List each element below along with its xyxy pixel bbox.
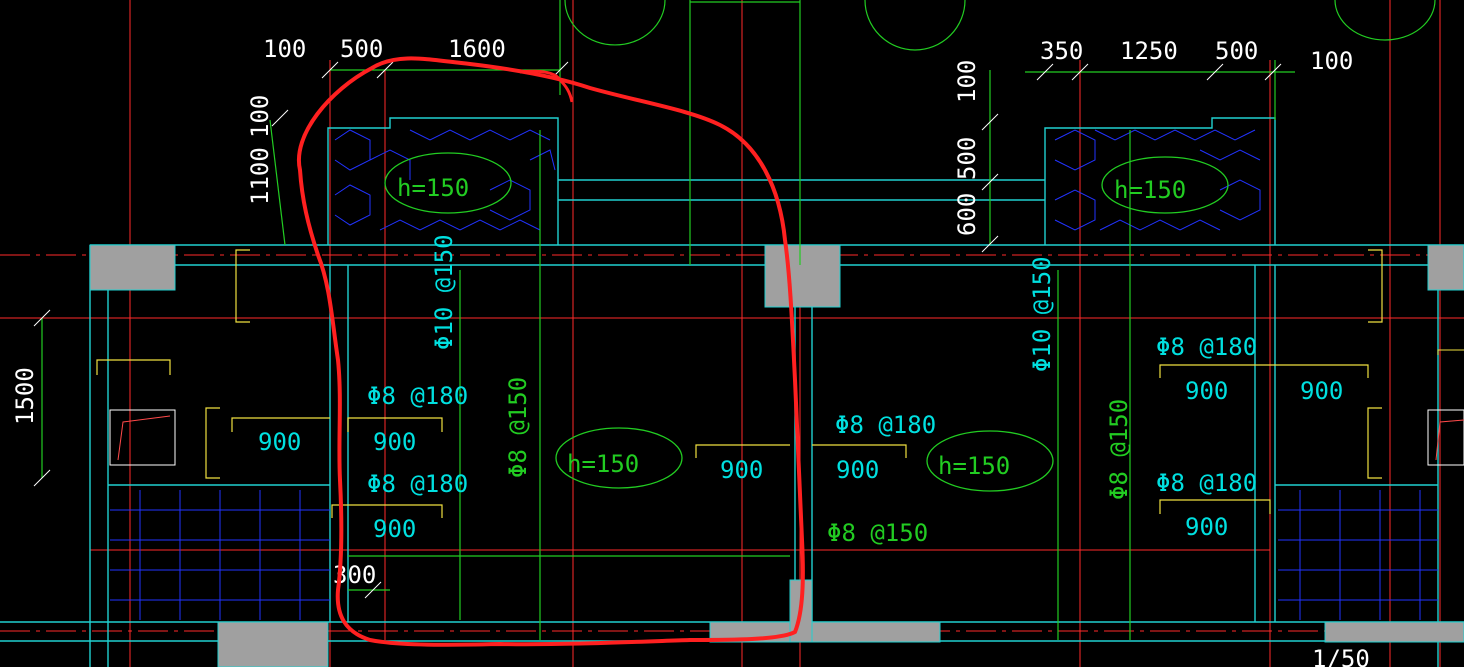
dim-text-top: 1250: [1120, 37, 1178, 65]
detail-stroke: [117, 415, 171, 461]
rebar-label: Φ8 @180: [1156, 469, 1257, 497]
markup-hook: [519, 69, 574, 103]
hatch-grid-bottom-right: [1278, 490, 1438, 620]
slab-thickness-label: h=150: [938, 452, 1010, 480]
bar-length: 900: [1185, 513, 1228, 541]
markup-circle: [296, 56, 805, 647]
bar-length: 900: [373, 515, 416, 543]
rebar-label: Φ8 @180: [835, 411, 936, 439]
dim-text-top: 350: [1040, 37, 1083, 65]
bar-length: 900: [258, 428, 301, 456]
rebar-labels: Φ8 @180 Φ8 @180 Φ8 @180 Φ8 @180 Φ8 @180 …: [367, 234, 1257, 547]
slab-oval: [1101, 156, 1229, 214]
detail-box: [109, 409, 176, 466]
column: [764, 244, 841, 308]
dim-text-vertical: 1500: [11, 367, 39, 425]
columns: [89, 244, 1464, 667]
door-arc: [564, 0, 666, 46]
rebar-label: Φ8 @180: [367, 470, 468, 498]
dim-text-top: 500: [1215, 37, 1258, 65]
column: [217, 621, 329, 667]
rebar-label: Φ8 @180: [1156, 333, 1257, 361]
rebar-label-vertical: Φ8 @150: [504, 377, 532, 478]
bar-length: 900: [1300, 377, 1343, 405]
slab-oval: [384, 152, 512, 214]
bar-length: 900: [720, 456, 763, 484]
rebar-label-vertical: Φ10 @150: [1028, 256, 1056, 372]
detail-marks: [109, 349, 1464, 466]
hatch-hex-left: [334, 129, 556, 231]
dim-text-top: 100: [1310, 47, 1353, 75]
wall-line: [1044, 117, 1276, 245]
rebar-label: Φ8 @150: [827, 519, 928, 547]
detail-stroke: [1437, 349, 1464, 355]
slab-ovals: [384, 152, 1229, 492]
dimension-texts: 100 500 1600 350 1250 500 100 100 1100 1…: [11, 35, 1370, 667]
slab-thickness-label: h=150: [1114, 176, 1186, 204]
dim-text-top: 100: [263, 35, 306, 63]
bar-length: 900: [836, 456, 879, 484]
rebar-label-vertical: Φ8 @150: [1105, 399, 1133, 500]
column: [89, 244, 176, 291]
wall-outlines: [0, 117, 1464, 667]
dim-text-vertical: 600: [953, 193, 981, 236]
hatch-grid-bottom-left: [110, 490, 330, 620]
dim-text-vertical: 500: [953, 137, 981, 180]
dimension-ticks: [33, 61, 1282, 599]
slab-thickness-labels: h=150 h=150 h=150 h=150: [397, 174, 1186, 480]
slab-thickness-label: h=150: [397, 174, 469, 202]
hatch-hex-right: [1054, 129, 1261, 231]
slab-thickness-label: h=150: [567, 450, 639, 478]
dim-text-vertical: 100: [953, 60, 981, 103]
rebar-line: [269, 119, 286, 246]
detail-stroke: [1435, 419, 1464, 461]
door-arc: [1334, 0, 1436, 41]
wall-line: [327, 117, 559, 245]
dim-text-top: 1600: [448, 35, 506, 63]
door-arc: [864, 0, 966, 51]
dim-text-vertical: 100: [246, 95, 274, 138]
column: [1324, 621, 1464, 643]
bar-length-labels: 900 900 900 900 900 900 900 900: [258, 377, 1343, 543]
detail-box: [1427, 409, 1464, 466]
bar-length: 900: [373, 428, 416, 456]
rebar-label: Φ8 @180: [367, 382, 468, 410]
scale-label: 1/50: [1312, 645, 1370, 667]
annotation-brackets: [96, 249, 1383, 518]
dim-text-vertical: 1100: [246, 147, 274, 205]
bar-length: 900: [1185, 377, 1228, 405]
column: [1427, 244, 1464, 291]
slab-oval: [926, 430, 1054, 492]
rebar-label-vertical: Φ10 @150: [430, 234, 458, 350]
slab-hatching: [110, 129, 1438, 620]
dim-text-top: 500: [340, 35, 383, 63]
slab-oval: [555, 427, 683, 489]
